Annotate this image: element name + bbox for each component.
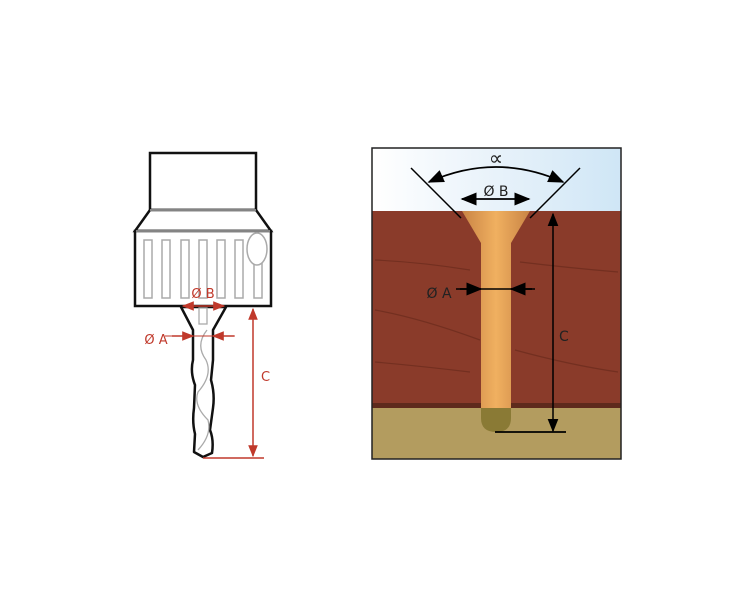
chuck-shoulder — [132, 208, 274, 233]
chuck-grip-slots — [143, 239, 263, 299]
drilled-hole — [462, 211, 530, 408]
countersink-section-figure: ∝ Ø B Ø A C — [371, 146, 622, 460]
diameter-a-label: Ø A — [426, 286, 451, 302]
chuck-key-hole — [246, 232, 268, 266]
drill-bit — [179, 305, 228, 459]
chuck-top — [148, 151, 258, 212]
angle-label: ∝ — [489, 146, 503, 170]
length-c-label: C — [261, 370, 270, 385]
hole-tip — [481, 408, 511, 432]
drill-chuck-figure: Ø B Ø A C — [132, 151, 274, 459]
angle-arrow — [427, 166, 565, 183]
diameter-b-label: Ø B — [483, 184, 508, 200]
length-c-label: C — [559, 329, 569, 345]
diameter-a-label: Ø A — [144, 333, 167, 348]
diameter-b-label: Ø B — [191, 287, 214, 302]
